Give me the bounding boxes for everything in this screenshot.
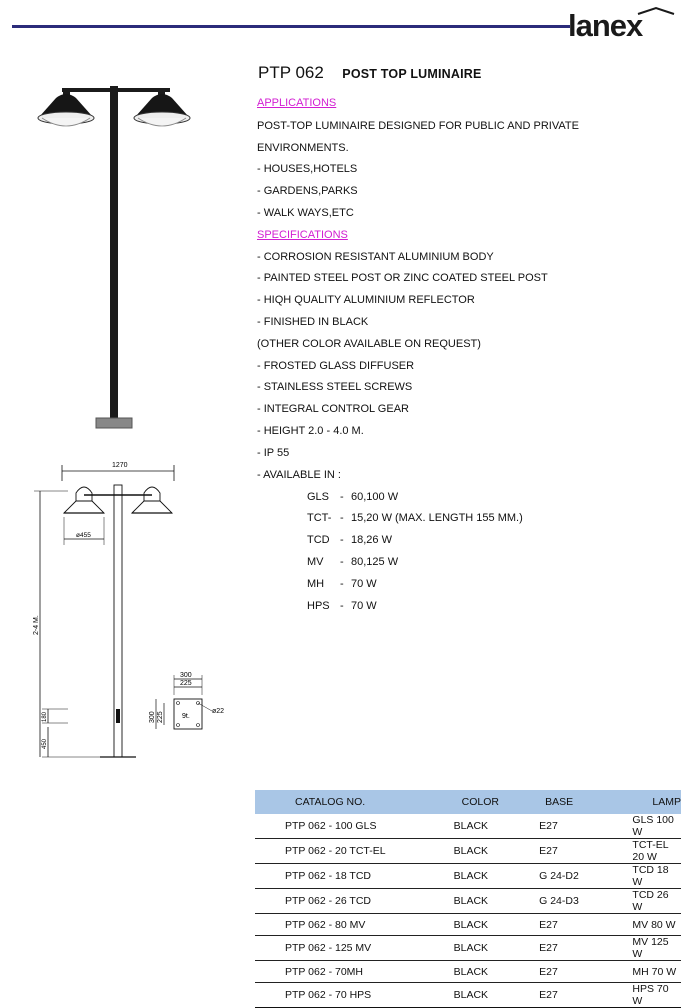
dim-height-label: 2-4 M.: [33, 615, 40, 635]
table-row: PTP 062 - 80 MV BLACK E27 MV 80 W: [255, 913, 681, 936]
table-row: PTP 062 - 100 GLS BLACK E27 GLS 100 W: [255, 814, 681, 839]
table-row: PTP 062 - 26 TCD BLACK G 24-D3 TCD 26 W: [255, 888, 681, 914]
dim-width-label: 1270: [112, 462, 128, 469]
col-lamp: LAMP: [632, 790, 681, 814]
product-photo: [37, 86, 191, 429]
cell-catalog-no: PTP 062 - 18 TCD: [255, 863, 454, 889]
technical-drawing: 1270 ø455 2-4 M. 180 450 300 225 9t. ø22…: [33, 462, 224, 758]
cell-base: G 24-D3: [539, 888, 633, 914]
cell-base: G 24-D2: [539, 863, 633, 889]
spec-line: - STAINLESS STEEL SCREWS: [257, 381, 413, 393]
spec-line: - PAINTED STEEL POST OR ZINC COATED STEE…: [257, 272, 548, 284]
table-row: PTP 062 - 125 MV BLACK E27 MV 125 W: [255, 935, 681, 961]
application-line: POST-TOP LUMINAIRE DESIGNED FOR PUBLIC A…: [257, 120, 579, 132]
specifications-heading: SPECIFICATIONS: [257, 229, 348, 241]
spec-line: - IP 55: [257, 447, 290, 459]
cell-color: BLACK: [453, 982, 540, 1008]
applications-heading: APPLICATIONS: [257, 97, 337, 109]
spec-line: - AVAILABLE IN :: [257, 469, 341, 481]
header-rule: [12, 25, 570, 28]
cell-base: E27: [539, 814, 633, 839]
cell-base: E27: [539, 838, 633, 864]
cell-base: E27: [539, 982, 633, 1008]
cell-lamp: TCD 18 W: [632, 863, 681, 889]
cell-base: E27: [539, 960, 633, 983]
table-row: PTP 062 - 18 TCD BLACK G 24-D2 TCD 18 W: [255, 863, 681, 889]
spec-line: - INTEGRAL CONTROL GEAR: [257, 403, 409, 415]
brand-logo: lanex: [568, 8, 643, 43]
cell-color: BLACK: [453, 814, 540, 839]
spec-line: - FINISHED IN BLACK: [257, 316, 369, 328]
plate-center-label: 9t.: [182, 713, 190, 720]
spec-line: - HIQH QUALITY ALUMINIUM REFLECTOR: [257, 294, 475, 306]
logo-swoosh-icon: [637, 6, 675, 15]
application-line: - GARDENS,PARKS: [257, 185, 358, 197]
cell-base: E27: [539, 913, 633, 936]
cell-color: BLACK: [453, 935, 540, 961]
plate-hole-label: ø22: [212, 708, 224, 715]
spec-line: - CORROSION RESISTANT ALUMINIUM BODY: [257, 251, 494, 263]
cell-color: BLACK: [453, 960, 540, 983]
cell-color: BLACK: [453, 863, 540, 889]
table-row: PTP 062 - 70 HPS BLACK E27 HPS 70 W: [255, 982, 681, 1008]
cell-lamp: GLS 100 W: [632, 814, 681, 839]
cell-color: BLACK: [453, 888, 540, 914]
plate-outer-label: 300: [180, 672, 192, 679]
application-line: - WALK WAYS,ETC: [257, 207, 354, 219]
cell-catalog-no: PTP 062 - 26 TCD: [255, 888, 454, 914]
plate-side-inner-label: 225: [157, 711, 164, 723]
dim-door-label: 180: [42, 711, 48, 722]
cell-lamp: HPS 70 W: [632, 982, 681, 1008]
cell-lamp: TCT-EL 20 W: [632, 838, 681, 864]
col-base: BASE: [539, 790, 633, 814]
cell-catalog-no: PTP 062 - 125 MV: [255, 935, 454, 961]
spec-line: - HEIGHT 2.0 - 4.0 M.: [257, 425, 364, 437]
product-code: PTP 062: [258, 63, 324, 82]
cell-catalog-no: PTP 062 - 20 TCT-EL: [255, 838, 454, 864]
plate-inner-label: 225: [180, 680, 192, 687]
dim-base-height-label: 450: [42, 738, 48, 749]
catalog-header-row: CATALOG NO. COLOR BASE LAMP: [255, 790, 681, 814]
application-line: ENVIRONMENTS.: [257, 142, 349, 154]
table-row: PTP 062 - 70MH BLACK E27 MH 70 W: [255, 960, 681, 983]
cell-catalog-no: PTP 062 - 70 HPS: [255, 982, 454, 1008]
cell-catalog-no: PTP 062 - 100 GLS: [255, 814, 454, 839]
spec-line: - FROSTED GLASS DIFFUSER: [257, 360, 415, 372]
col-color: COLOR: [453, 790, 540, 814]
cell-color: BLACK: [453, 913, 540, 936]
page-title: PTP 062 POST TOP LUMINAIRE: [258, 63, 482, 83]
cell-lamp: MH 70 W: [632, 960, 681, 983]
plate-side-outer-label: 300: [149, 711, 156, 723]
cell-lamp: MV 125 W: [632, 935, 681, 961]
table-row: PTP 062 - 20 TCT-EL BLACK E27 TCT-EL 20 …: [255, 838, 681, 864]
col-catalog-no: CATALOG NO.: [255, 790, 454, 814]
cell-base: E27: [539, 935, 633, 961]
application-line: - HOUSES,HOTELS: [257, 163, 358, 175]
product-type: POST TOP LUMINAIRE: [342, 67, 482, 81]
cell-color: BLACK: [453, 838, 540, 864]
cell-catalog-no: PTP 062 - 80 MV: [255, 913, 454, 936]
spec-line: (OTHER COLOR AVAILABLE ON REQUEST): [257, 338, 481, 350]
dim-diameter-label: ø455: [76, 532, 91, 539]
cell-lamp: MV 80 W: [632, 913, 681, 936]
cell-catalog-no: PTP 062 - 70MH: [255, 960, 454, 983]
catalog-table: CATALOG NO. COLOR BASE LAMP PTP 062 - 10…: [255, 790, 681, 1008]
cell-lamp: TCD 26 W: [632, 888, 681, 914]
